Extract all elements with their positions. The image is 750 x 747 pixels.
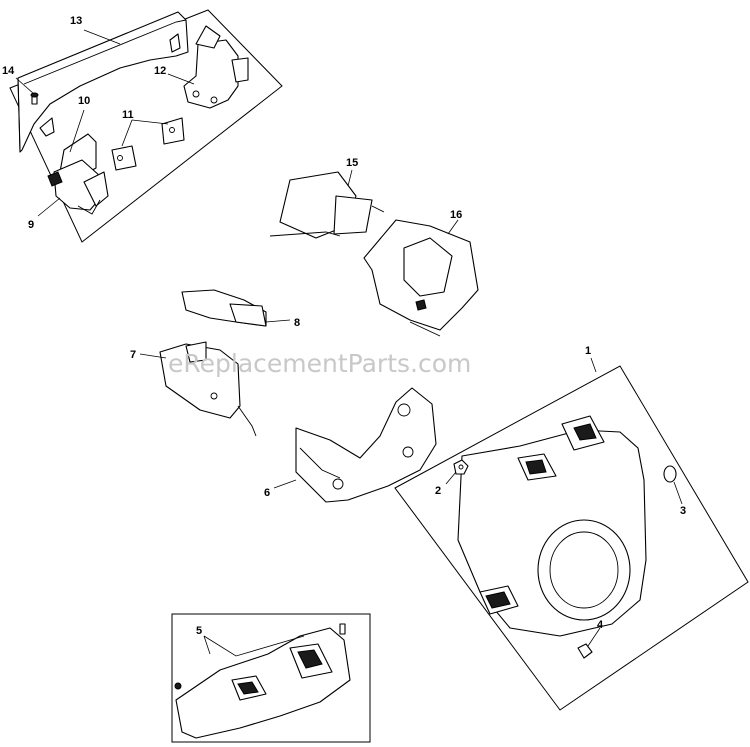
part-7-plate	[159, 341, 257, 437]
callout-12: 12	[154, 65, 166, 77]
part-13-panel	[17, 11, 189, 153]
callout-10: 10	[78, 95, 90, 107]
callout-9: 9	[28, 219, 34, 231]
part-3-plug	[663, 465, 677, 483]
callout-2: 2	[435, 485, 441, 497]
callout-13: 13	[70, 15, 82, 27]
leader-lines	[15, 29, 683, 657]
part-11-plates	[111, 117, 185, 171]
part-5-inset-assembly	[174, 623, 351, 739]
inset-group-frame	[171, 613, 371, 743]
part-4-clip	[577, 643, 593, 659]
part-1-blower-housing	[457, 415, 647, 637]
part-6-baffle	[295, 387, 437, 503]
callout-11: 11	[122, 109, 134, 121]
part-8-bracket	[181, 289, 267, 327]
watermark-text: eReplacementParts.com	[168, 349, 471, 378]
callout-3: 3	[680, 505, 686, 517]
part-10-bracket	[47, 133, 109, 215]
callout-15: 15	[346, 157, 358, 169]
callout-14: 14	[2, 65, 15, 77]
blower-housing-group-frame	[394, 365, 749, 711]
callout-16: 16	[450, 209, 462, 221]
callout-6: 6	[264, 487, 270, 499]
callout-7: 7	[130, 349, 136, 361]
callout-4: 4	[597, 619, 604, 631]
callout-1: 1	[585, 345, 591, 357]
part-15-baffle	[269, 171, 385, 239]
part-14-screw	[30, 92, 39, 105]
part-12-bracket	[183, 25, 249, 109]
callout-8: 8	[294, 317, 300, 329]
callout-5: 5	[196, 625, 202, 637]
part-16-shroud	[363, 219, 479, 337]
